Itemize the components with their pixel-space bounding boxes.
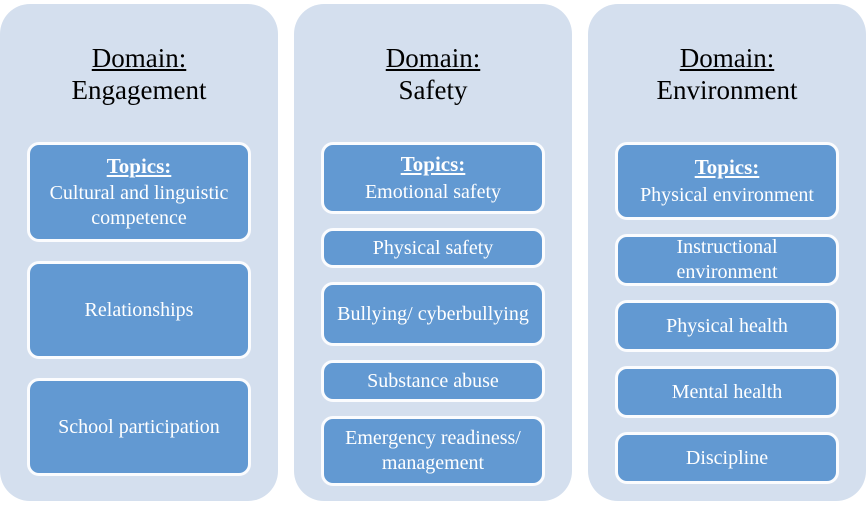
topic-box-first: Topics: Emotional safety (321, 142, 545, 214)
topic-box: Relationships (27, 261, 251, 359)
topic-text: Substance abuse (367, 369, 499, 392)
domain-panel-environment: Domain: Environment Topics: Physical env… (588, 4, 866, 501)
topic-text: Emergency readiness/ management (345, 427, 521, 474)
topic-text: Mental health (671, 380, 783, 403)
topic-boxes-environment: Topics: Physical environment Instruction… (615, 142, 839, 484)
domain-title-safety: Domain: Safety (321, 42, 545, 108)
domain-label: Domain: (385, 43, 481, 73)
topics-label: Topics: (400, 152, 466, 177)
topic-text: Relationships (84, 298, 194, 321)
topic-box: Emergency readiness/ management (321, 416, 545, 486)
topic-box: Physical health (615, 300, 839, 352)
topic-text: Physical health (666, 314, 788, 337)
topic-box: School participation (27, 378, 251, 476)
topic-box: Instructional environment (615, 234, 839, 286)
domain-label: Domain: (679, 43, 775, 73)
domain-name: Engagement (71, 75, 207, 106)
topic-box-first: Topics: Physical environment (615, 142, 839, 220)
topic-box-first: Topics: Cultural and linguistic competen… (27, 142, 251, 242)
topic-text: Physical environment (640, 183, 814, 206)
topic-text: Bullying/ cyberbullying (337, 302, 529, 325)
topic-text: Emotional safety (364, 180, 502, 203)
topic-boxes-engagement: Topics: Cultural and linguistic competen… (27, 142, 251, 476)
topic-box: Physical safety (321, 228, 545, 268)
topics-label: Topics: (694, 155, 760, 180)
domain-panel-safety: Domain: Safety Topics: Emotional safety … (294, 4, 572, 501)
topic-text: Physical safety (372, 236, 494, 259)
topic-box: Bullying/ cyberbullying (321, 282, 545, 346)
topic-box: Discipline (615, 432, 839, 484)
domain-name: Safety (398, 75, 468, 106)
domain-title-engagement: Domain: Engagement (27, 42, 251, 108)
domain-name: Environment (656, 75, 798, 106)
topic-text: School participation (58, 415, 220, 438)
topic-box: Substance abuse (321, 360, 545, 402)
topics-label: Topics: (106, 153, 172, 178)
domain-label: Domain: (91, 43, 187, 73)
topic-text: Discipline (685, 446, 769, 469)
domain-panel-engagement: Domain: Engagement Topics: Cultural and … (0, 4, 278, 501)
topic-text: Cultural and linguistic competence (49, 182, 229, 230)
topic-text: Instructional environment (676, 236, 778, 283)
topic-box: Mental health (615, 366, 839, 418)
topic-boxes-safety: Topics: Emotional safety Physical safety… (321, 142, 545, 486)
domain-title-environment: Domain: Environment (615, 42, 839, 108)
